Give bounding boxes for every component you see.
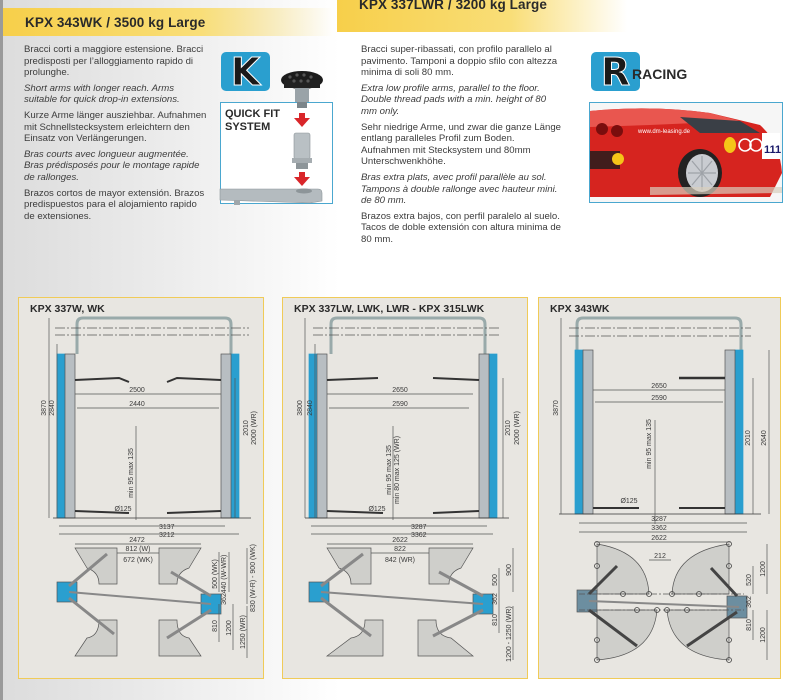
description-it: Bracci super-ribassati, con profilo para…	[361, 44, 558, 79]
dim-label: 500 (WK)	[212, 559, 219, 589]
dim-label: 3137	[159, 524, 175, 531]
quick-fit-illustration	[219, 71, 323, 205]
dim-label: 810	[492, 614, 499, 626]
dim-label: 842 (WR)	[385, 557, 415, 564]
diagram-panel-kpx337w-wk: KPX 337W, WK	[18, 297, 264, 679]
description-fr: Bras extra plats, avec profil parallèle …	[361, 171, 558, 207]
dim-label: 2000 (WR)	[251, 411, 258, 445]
description-en: Short arms with longer reach. Arms suita…	[24, 82, 180, 106]
dim-label: 2440	[129, 401, 145, 408]
dim-label: 212	[654, 553, 666, 560]
dim-label: 2640	[761, 430, 768, 446]
dim-label: 3287	[651, 516, 667, 523]
dim-label: 2010	[505, 420, 512, 436]
dim-label: 3800	[297, 400, 304, 416]
svg-text:111: 111	[764, 144, 781, 156]
r-badge-icon: R	[591, 52, 640, 91]
dim-label: min 95 max 135	[646, 419, 653, 469]
page-edge	[0, 0, 3, 700]
dim-label: 500	[492, 574, 499, 586]
dim-label: Ø125	[620, 498, 637, 505]
dim-label: 3212	[159, 532, 175, 539]
description-es: Brazos extra bajos, con perfil paralelo …	[361, 210, 561, 245]
racing-car-image: www.dm-leasing.de 111	[590, 103, 782, 202]
product-header-title: KPX 337LWR / 3200 kg Large	[359, 0, 547, 12]
dim-label: 2840	[307, 400, 314, 416]
extension-piece	[293, 132, 311, 160]
lift-technical-drawing: 2650 2590 Ø125 3287 3362 2622 822 842 (W…	[297, 316, 521, 662]
k-badge-icon: K	[221, 52, 270, 91]
diagram-panel-kpx337lw: KPX 337LW, LWK, LWR - KPX 315LWK	[282, 297, 528, 679]
dim-label: 2840	[49, 400, 56, 416]
quick-fit-system-box: QUICK FIT SYSTEM	[220, 102, 333, 204]
dim-label: 2650	[651, 383, 667, 390]
diagram-title: KPX 337W, WK	[30, 303, 105, 315]
badge-letter: R	[600, 49, 631, 94]
dim-label: min 95 max 135	[128, 448, 135, 498]
dim-label: Ø125	[114, 506, 131, 513]
dim-label: 1200	[760, 561, 767, 577]
product-header-title: KPX 343WK / 3500 kg Large	[25, 14, 206, 30]
dim-label: 2590	[651, 395, 667, 402]
description-de: Sehr niedrige Arme, und zwar die ganze L…	[361, 121, 561, 168]
dim-label: 440 (W-WR)	[221, 555, 228, 594]
dim-label: min 80 max 125 (WR)	[394, 436, 401, 504]
dim-label: 520	[746, 574, 753, 586]
description-de: Kurze Arme länger ausziehbar. Aufnahmen …	[24, 109, 207, 145]
dim-label: 362	[492, 593, 499, 605]
product-header-kpx337lwr: KPX 337LWR / 3200 kg Large	[337, 0, 627, 32]
dim-label: min 95 max 135	[386, 445, 393, 495]
arrow-down-icon	[294, 113, 310, 127]
arrow-down-icon	[294, 172, 310, 186]
description-es: Brazos cortos de mayor extensión. Brazos…	[24, 187, 205, 222]
dim-label: 810	[212, 620, 219, 632]
dim-label: 3362	[651, 525, 667, 532]
diagram-title: KPX 337LW, LWK, LWR - KPX 315LWK	[294, 303, 485, 315]
dim-label: 812 (W)	[126, 546, 151, 553]
dim-label: 1200	[226, 620, 233, 636]
description-kpx343wk: Bracci corti a maggiore estensione. Brac…	[24, 44, 209, 226]
description-fr: Bras courts avec longueur augmentée. Bra…	[24, 148, 200, 183]
badge-letter: K	[230, 49, 261, 94]
dim-label: 362	[221, 593, 228, 605]
car-decal-text: www.dm-leasing.de	[637, 129, 691, 135]
description-en: Extra low profile arms, parallel to the …	[361, 82, 547, 117]
dim-label: 900	[506, 564, 513, 576]
dim-label: 2650	[392, 387, 408, 394]
dim-label: 2622	[392, 537, 408, 544]
dim-label: 822	[394, 546, 406, 553]
dim-label: 2472	[129, 537, 145, 544]
dim-label: 3287	[411, 524, 427, 531]
dim-label: 3870	[41, 400, 48, 416]
racing-label: RACING	[632, 66, 688, 82]
product-header-kpx343wk: KPX 343WK / 3500 kg Large	[3, 8, 333, 36]
dim-label: 2622	[651, 535, 667, 542]
dim-label: 2010	[243, 420, 250, 436]
dim-label: 2000 (WR)	[514, 411, 521, 445]
description-kpx337lwr: Bracci super-ribassati, con profilo para…	[361, 44, 561, 250]
dim-label: 362	[746, 596, 753, 608]
description-it: Bracci corti a maggiore estensione. Brac…	[24, 44, 204, 79]
dim-label: 2590	[392, 401, 408, 408]
dim-label: 1200	[760, 627, 767, 643]
lift-arm	[219, 188, 323, 204]
dim-label: 672 (WK)	[123, 557, 153, 564]
dim-label: 2500	[129, 387, 145, 394]
lift-technical-drawing: 2500 2440 Ø125 3137 3212 2472 812 (W) 67…	[41, 316, 258, 658]
dim-label: 3870	[553, 400, 560, 416]
quick-fit-label: QUICK FIT SYSTEM	[225, 108, 280, 133]
quick-fit-label-line1: QUICK FIT	[225, 108, 280, 120]
dim-label: Ø125	[368, 506, 385, 513]
quick-fit-label-line2: SYSTEM	[225, 120, 271, 133]
dim-label: 1200 - 1250 (WR)	[506, 606, 513, 662]
dim-label: 3362	[411, 532, 427, 539]
diagram-panel-kpx343wk: KPX 343WK	[538, 297, 781, 679]
dim-label: 810	[746, 619, 753, 631]
dim-label: 2010	[745, 430, 752, 446]
diagram-title: KPX 343WK	[550, 303, 610, 315]
dim-label: 1250 (WR)	[240, 615, 247, 649]
lift-technical-drawing: 2650 2590 Ø125 3287 3362 2622 212 3870 2…	[553, 316, 770, 663]
racing-car-photo: www.dm-leasing.de 111	[589, 102, 783, 203]
dim-label: 830 (W-R) - 900 (WK)	[250, 544, 257, 612]
